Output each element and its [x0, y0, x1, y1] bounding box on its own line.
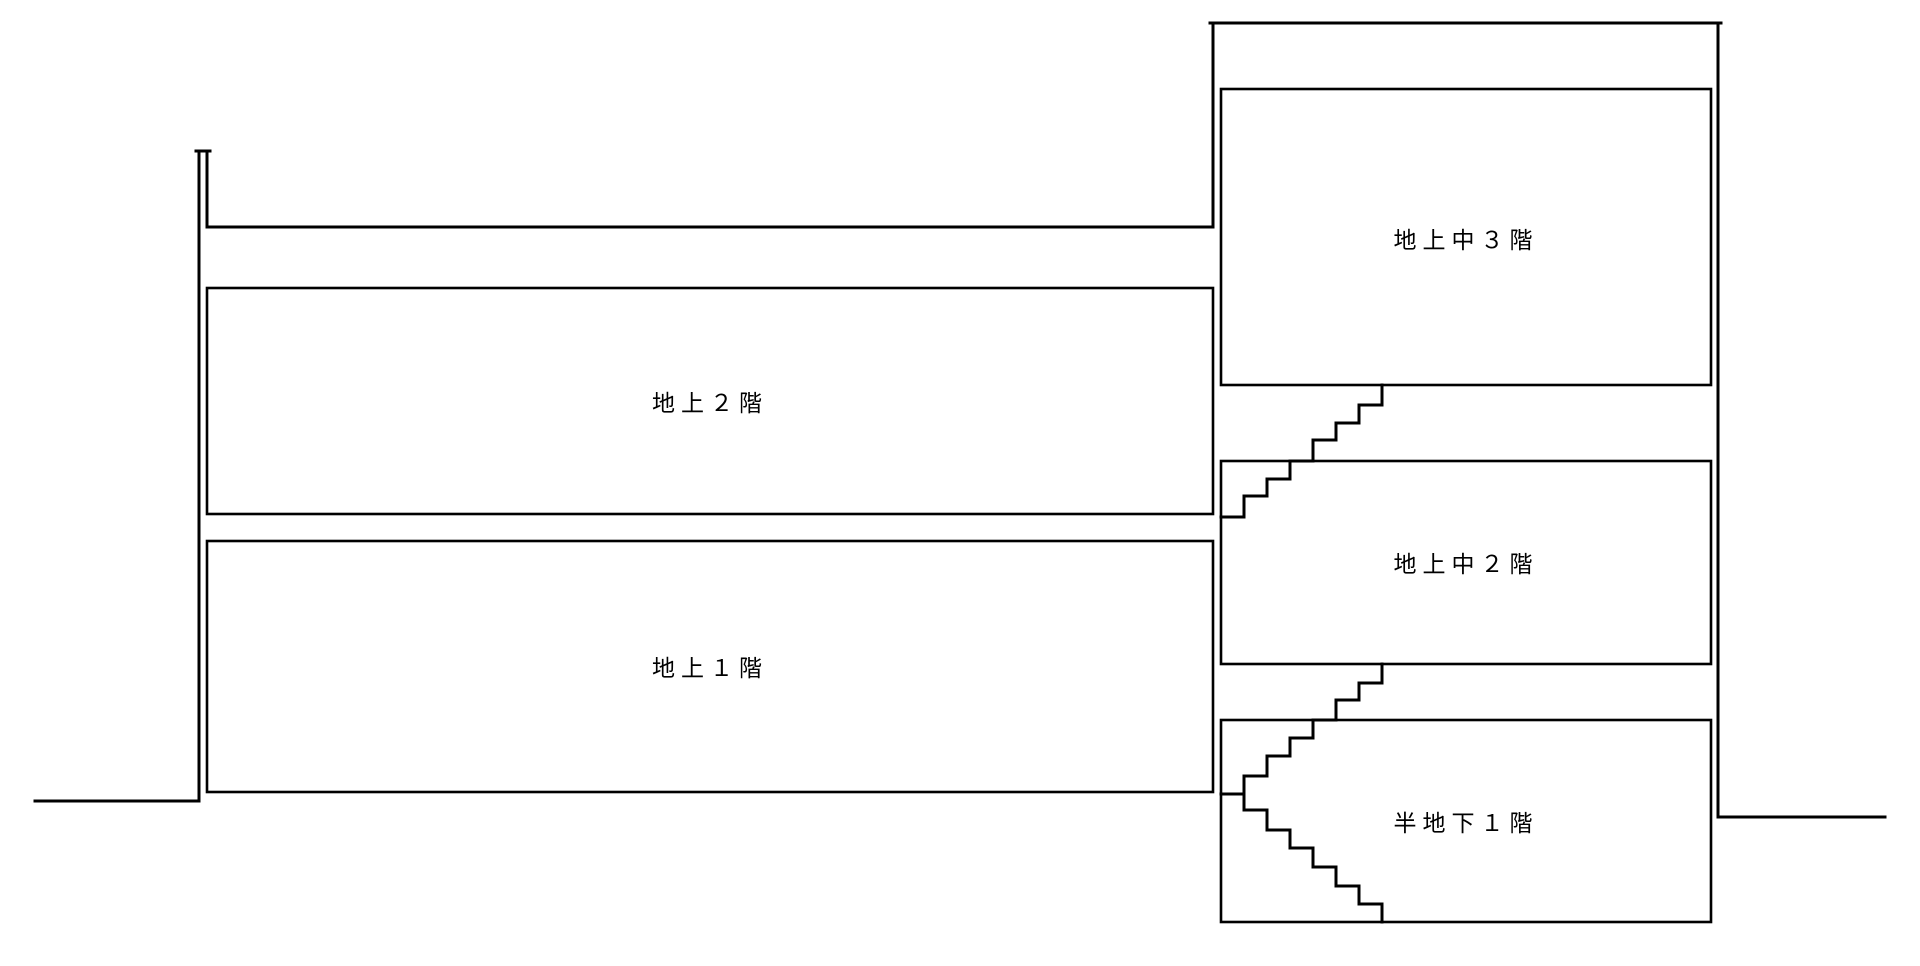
- floor-semi-basement-1-label: 半地下１階: [1394, 811, 1539, 837]
- floor-mezzanine-2-label: 地上中２階: [1394, 552, 1539, 578]
- stairs-down-b1: [1242, 792, 1384, 924]
- floor-mezzanine-2-box: [1219, 459, 1713, 666]
- floor-mezzanine-3-label: 地上中３階: [1394, 228, 1539, 254]
- right-building-outline: [1211, 21, 1887, 819]
- left-building-outline: [197, 21, 1215, 803]
- floor-ground-1-box: [205, 539, 1215, 794]
- floor-ground-1-label: 地上１階: [652, 656, 768, 682]
- floor-ground-2-label: 地上２階: [652, 391, 768, 417]
- floor-ground-2-box: [205, 286, 1215, 516]
- stairs-m2-to-m3: [1219, 383, 1384, 519]
- floor-mezzanine-3-box: [1219, 87, 1713, 387]
- stairs-b1-to-m2: [1219, 662, 1384, 796]
- floor-semi-basement-1-box: [1219, 718, 1713, 924]
